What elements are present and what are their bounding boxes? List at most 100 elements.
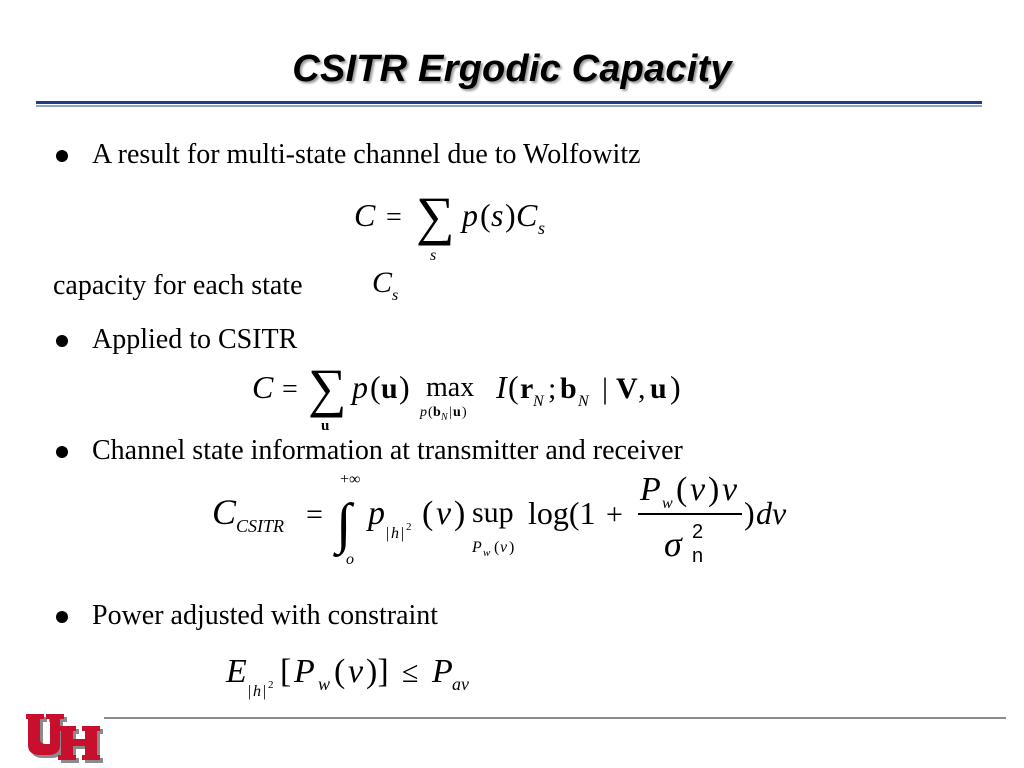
svg-text:dv: dv [756,495,787,531]
svg-text:log(1: log(1 [528,495,596,531]
svg-text:I: I [495,369,508,405]
svg-text:max: max [426,372,474,403]
svg-text:2: 2 [692,521,703,543]
svg-text:[: [ [280,653,291,690]
title-divider [36,101,982,109]
svg-text:): ) [505,197,516,233]
svg-text:(: ( [422,495,433,532]
svg-text:E: E [225,653,247,690]
svg-text:(: ( [370,369,381,405]
svg-text:|: | [449,405,452,420]
bullet-marker [56,446,68,458]
svg-text:b: b [560,372,577,405]
svg-text:N: N [577,393,590,410]
bullet-marker [56,335,68,347]
svg-text:)]: )] [366,653,389,690]
svg-text:∑: ∑ [416,186,455,246]
svg-text:p: p [350,369,368,405]
svg-text:v: v [436,495,452,532]
svg-text:v: v [690,471,706,508]
svg-text:): ) [454,495,465,532]
svg-text:P: P [471,539,482,556]
svg-text:=: = [306,498,323,531]
svg-text:|: | [248,683,251,700]
svg-text:C: C [372,266,393,299]
svg-text:|: | [386,525,389,542]
svg-text:o: o [346,551,354,568]
university-of-houston-uh-logo [26,714,103,763]
svg-text:V: V [616,372,638,405]
svg-text:|: | [602,372,608,405]
svg-text:∑: ∑ [308,362,347,418]
svg-text:v: v [500,539,508,556]
svg-text:;: ; [548,372,556,405]
slide-title: CSITR Ergodic Capacity [292,48,732,90]
svg-text:(: ( [428,405,433,420]
equation-cs: C s [372,266,398,304]
svg-text:): ) [670,369,681,405]
svg-text:h: h [253,683,261,700]
svg-text:∫: ∫ [333,493,355,558]
equation-power-constraint: E | h | 2 [ P w ( v )] ≤ P av [225,653,469,700]
svg-text:,: , [638,372,646,405]
svg-text:av: av [452,674,469,694]
svg-text:w: w [483,547,491,559]
svg-text:2: 2 [268,679,274,691]
svg-text:P: P [431,653,453,690]
svg-text:w: w [318,674,330,694]
svg-text:s: s [491,197,503,233]
svg-text:): ) [509,539,514,556]
svg-text:s: s [538,218,545,238]
svg-text:C: C [212,492,237,532]
equation-csitr-capacity-integral: C CSITR = +∞ ∫ o p | h | 2 ( v ) sup P w… [212,471,787,568]
svg-text:): ) [708,471,719,508]
svg-text:=: = [386,202,402,233]
bullet-marker [56,611,68,623]
svg-text:p: p [366,495,385,532]
svg-text:CSITR: CSITR [236,516,284,536]
svg-text:C: C [516,197,538,233]
svg-text:n: n [692,545,703,567]
svg-text:+∞: +∞ [340,471,360,488]
svg-text:|: | [401,525,404,542]
svg-text:s: s [430,247,436,264]
svg-text:u: u [650,372,667,405]
capacity-line-text: capacity for each state [53,270,303,301]
svg-text:s: s [392,287,398,304]
svg-text:P: P [293,653,315,690]
svg-text:(: ( [480,197,491,233]
svg-text:): ) [399,369,410,405]
svg-text:u: u [321,418,329,432]
bullet-text: A result for multi-state channel due to … [92,139,641,170]
svg-text:+: + [606,498,623,531]
svg-text:N: N [440,412,449,423]
svg-text:N: N [532,393,545,410]
svg-text:sup: sup [472,496,514,529]
svg-text:u: u [381,372,398,405]
svg-text:w: w [662,495,673,512]
svg-text:=: = [282,374,298,405]
equation-wolfowitz: C = ∑ s p ( s ) C s [354,186,545,264]
svg-text:P: P [639,471,661,508]
svg-text:C: C [354,197,376,233]
svg-text:σ: σ [664,524,683,564]
svg-text:(: ( [508,369,519,405]
svg-text:(: ( [334,653,345,690]
svg-text:|: | [263,683,266,700]
svg-text:≤: ≤ [402,656,418,689]
svg-text:p: p [419,405,427,420]
svg-text:p: p [460,197,478,233]
svg-text:2: 2 [406,521,412,533]
equation-csitr-mutual-info: C = ∑ u p ( u ) max p ( b N | u ) I ( r … [252,362,681,432]
svg-text:h: h [391,525,399,542]
svg-text:C: C [252,369,274,405]
bullet-marker [56,150,68,162]
svg-text:b: b [433,405,441,420]
bullet-text: Applied to CSITR [92,324,298,355]
svg-text:(: ( [676,471,687,508]
svg-text:r: r [520,372,533,405]
svg-text:(: ( [494,539,499,556]
svg-text:v: v [348,653,364,690]
svg-text:u: u [453,405,461,420]
svg-text:): ) [462,405,467,420]
